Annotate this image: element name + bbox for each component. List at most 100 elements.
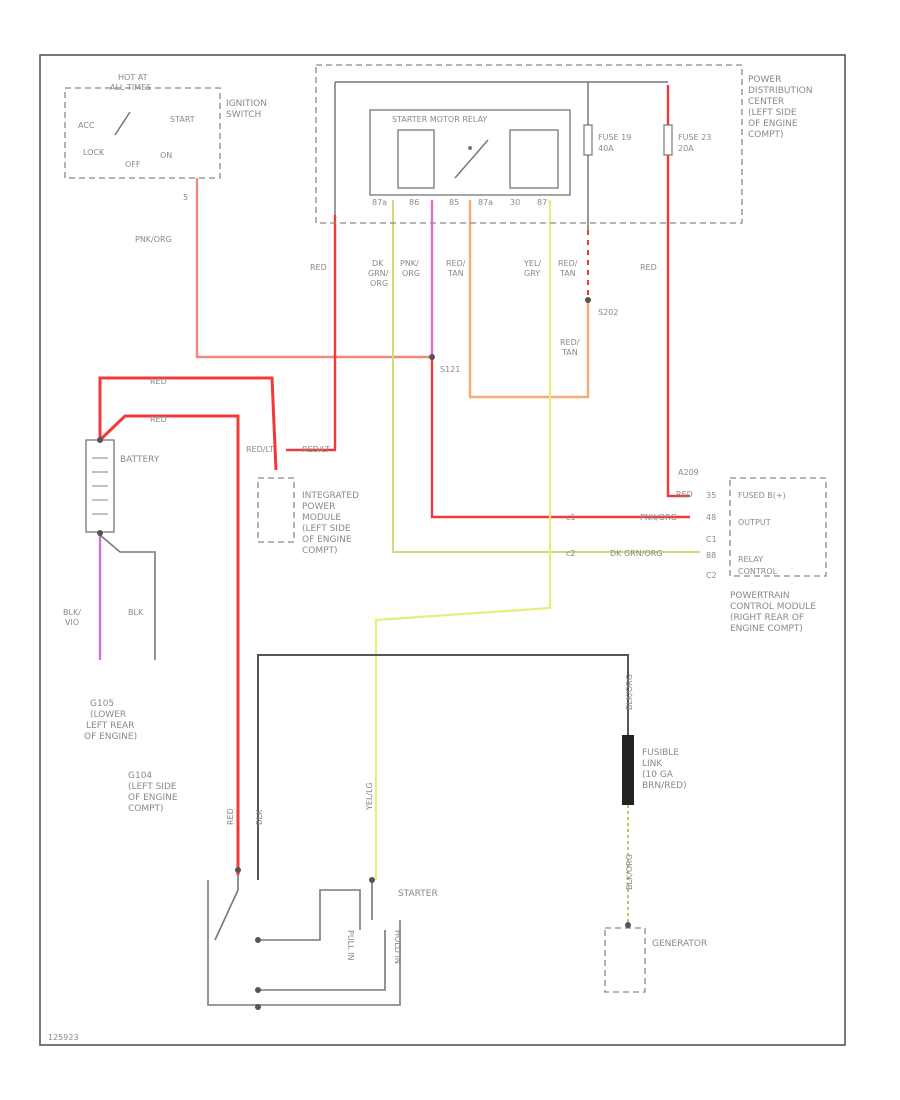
label-red-lt: RED/LT bbox=[246, 445, 274, 454]
ignition-pos-lock: LOCK bbox=[83, 148, 105, 157]
ipm-label-6: COMPT) bbox=[302, 546, 338, 556]
label-red-tan-c-1: RED/ bbox=[560, 338, 580, 347]
fusible-link-4: BRN/RED) bbox=[642, 781, 687, 791]
pcm-pin-2-num: 48 bbox=[706, 513, 716, 522]
pdc-box bbox=[315, 64, 743, 224]
label-pcm-red: RED bbox=[676, 490, 693, 499]
label-dk-grn-org: DK GRN/ ORG bbox=[368, 259, 391, 288]
battery-positive-terminal bbox=[97, 437, 103, 443]
pdc-label-5: OF ENGINE bbox=[748, 119, 798, 129]
fuse-23-rating: 20A bbox=[678, 144, 694, 153]
fuse-19-rating: 40A bbox=[598, 144, 614, 153]
ignition-switch-label: IGNITION SWITCH bbox=[226, 99, 270, 120]
wire-red-battery-starter bbox=[98, 414, 240, 875]
label-red-right: RED bbox=[640, 263, 657, 272]
pcm-pin-4-label: RELAY bbox=[738, 555, 763, 564]
ground-g104-1: G104 bbox=[128, 771, 152, 781]
ground-g104-label: G104 (LEFT SIDE OF ENGINE COMPT) bbox=[128, 771, 180, 814]
label-blk-vio-1: BLK/ bbox=[63, 608, 81, 617]
fuse-23-body bbox=[663, 124, 673, 156]
relay-pin-2: 86 bbox=[409, 198, 419, 207]
fusible-link-2: LINK bbox=[642, 759, 663, 769]
fusible-link-label: FUSIBLE LINK (10 GA BRN/RED) bbox=[642, 748, 687, 791]
ignition-hot-2: ALL TIMES bbox=[110, 83, 151, 92]
ipm-label-5: OF ENGINE bbox=[302, 535, 352, 545]
label-blk: BLK bbox=[128, 608, 144, 617]
label-blk-org-gen: BLK/ORG bbox=[625, 854, 634, 890]
ignition-hot-label: HOT AT ALL TIMES bbox=[110, 73, 151, 92]
wire-red-battery-ipm bbox=[98, 376, 278, 471]
wire-pnk-org-ignition bbox=[195, 178, 432, 359]
relay-switch-arm bbox=[454, 139, 489, 179]
pcm-pin-1-label: FUSED B(+) bbox=[738, 491, 786, 500]
pcm-pin-5-label: CONTROL bbox=[738, 567, 778, 576]
relay-contact-box bbox=[509, 129, 559, 189]
pcm-label-2: CONTROL MODULE bbox=[730, 602, 816, 612]
fuse-23-name: FUSE 23 bbox=[678, 133, 711, 142]
pdc-label-6: COMPT) bbox=[748, 130, 784, 140]
ipm-label-3: MODULE bbox=[302, 513, 341, 523]
pcm-pins: 35 FUSED B(+) 48 OUTPUT C1 88 RELAY C2 C… bbox=[706, 491, 786, 580]
ipm-box bbox=[257, 477, 295, 543]
relay-pin-1: 87a bbox=[372, 198, 387, 207]
relay-contact-dot bbox=[468, 146, 472, 150]
pcm-pin-2-label: OUTPUT bbox=[738, 518, 771, 527]
label-red-top: RED bbox=[150, 377, 167, 386]
label-pnk-org2-2: ORG bbox=[402, 269, 420, 278]
relay-pin-3: 85 bbox=[449, 198, 459, 207]
label-pcm-pnk-org: PNK/ORG bbox=[640, 513, 677, 522]
ipm-label: INTEGRATED POWER MODULE (LEFT SIDE OF EN… bbox=[302, 491, 362, 556]
ignition-switch-arm bbox=[114, 111, 131, 136]
pdc-label: POWER DISTRIBUTION CENTER (LEFT SIDE OF … bbox=[748, 75, 815, 140]
ground-g104-3: OF ENGINE bbox=[128, 793, 178, 803]
label-dk-grn-org-2: GRN/ bbox=[368, 269, 389, 278]
wire-blk-starter bbox=[257, 654, 629, 880]
ipm-label-2: POWER bbox=[302, 502, 335, 512]
pdc-label-3: CENTER bbox=[748, 97, 784, 107]
ground-g105-4: OF ENGINE) bbox=[84, 732, 137, 742]
label-red-tan-a-1: RED/ bbox=[446, 259, 466, 268]
fusible-link-1: FUSIBLE bbox=[642, 748, 679, 758]
wire-pnk-org-pcm bbox=[430, 357, 690, 519]
pcm-pin-5-num: C2 bbox=[706, 571, 717, 580]
pcm-label-4: ENGINE COMPT) bbox=[730, 624, 803, 634]
label-red-tan-b-1: RED/ bbox=[558, 259, 578, 268]
splice-s202: S202 bbox=[598, 308, 618, 317]
ignition-switch-box bbox=[64, 87, 221, 179]
relay-pin-4: 87a bbox=[478, 198, 493, 207]
label-red-tan-b-2: TAN bbox=[559, 269, 576, 278]
label-red-tan-c-2: TAN bbox=[561, 348, 578, 357]
pcm-label-1: POWERTRAIN bbox=[730, 591, 790, 601]
ground-g105-2: (LOWER bbox=[90, 710, 126, 720]
ignition-pin: 5 bbox=[183, 193, 188, 202]
battery-cells bbox=[92, 457, 108, 515]
label-circuit-c1: c1 bbox=[566, 513, 576, 522]
ipm-label-1: INTEGRATED bbox=[302, 491, 359, 501]
label-pnk-org2-1: PNK/ bbox=[400, 259, 419, 268]
label-dk-grn-org-1: DK bbox=[372, 259, 384, 268]
label-red-left: RED bbox=[310, 263, 327, 272]
generator-label: GENERATOR bbox=[652, 939, 707, 949]
label-red-tan-a: RED/ TAN bbox=[446, 259, 468, 278]
wire-blk-ground bbox=[99, 534, 156, 660]
label-yel-lg-starter: YEL/LG bbox=[365, 782, 374, 811]
ignition-pos-start: START bbox=[170, 115, 195, 124]
ignition-pos-acc: ACC bbox=[78, 121, 95, 130]
wire-red-relay-ipm bbox=[286, 215, 337, 452]
label-yel-gry-1: YEL/ bbox=[523, 259, 541, 268]
starter-relay-title: STARTER MOTOR RELAY bbox=[392, 115, 487, 124]
ground-g105-1: G105 bbox=[90, 699, 114, 709]
label-pcm-dk-grn-org: DK GRN/ORG bbox=[610, 549, 662, 558]
label-dk-grn-org-3: ORG bbox=[370, 279, 388, 288]
relay-pin-6: 87 bbox=[537, 198, 547, 207]
pcm-label: POWERTRAIN CONTROL MODULE (RIGHT REAR OF… bbox=[730, 591, 819, 634]
ground-g105-3: LEFT REAR bbox=[86, 721, 134, 731]
pcm-pin-4-num: 88 bbox=[706, 551, 716, 560]
label-red-tan-b: RED/ TAN bbox=[558, 259, 580, 278]
starter-label: STARTER bbox=[398, 889, 438, 899]
fuse-19-label: FUSE 19 40A bbox=[598, 133, 634, 153]
ipm-label-4: (LEFT SIDE bbox=[302, 524, 351, 534]
pdc-label-4: (LEFT SIDE bbox=[748, 108, 797, 118]
splice-s121-dot bbox=[429, 354, 435, 360]
